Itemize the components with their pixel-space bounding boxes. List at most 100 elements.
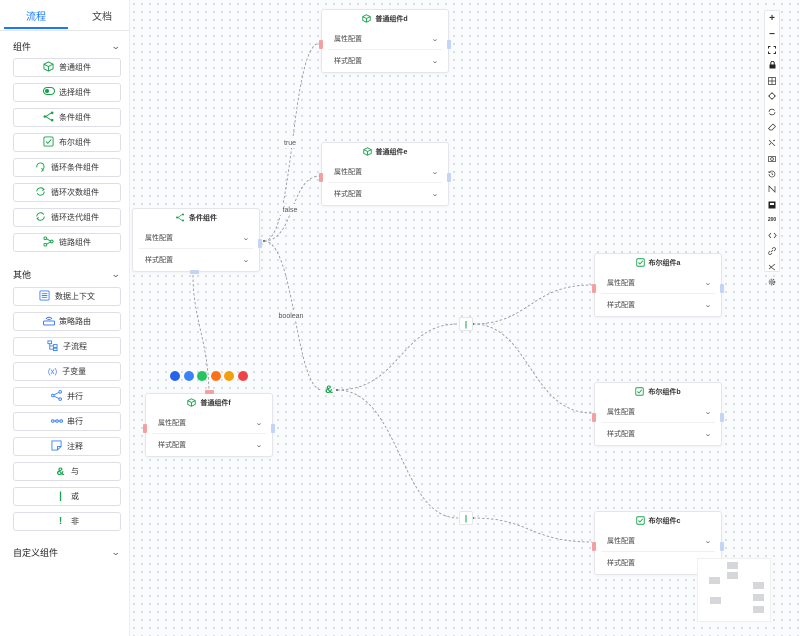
group-custom-header[interactable]: 自定义组件 ⌄ — [13, 545, 121, 559]
share-icon — [768, 263, 776, 271]
node-style-row[interactable]: 样式配置⌄ — [145, 256, 250, 264]
flow-canvas[interactable]: true false boolean 普通组件d 属性配置⌄ 样式配置⌄ 普通组… — [130, 0, 800, 636]
component-select[interactable]: 选择组件 — [13, 83, 121, 102]
code-view-button[interactable] — [765, 228, 779, 244]
component-subflow[interactable]: 子流程 — [13, 337, 121, 356]
component-condition[interactable]: 条件组件 — [13, 108, 121, 127]
input-port[interactable] — [319, 173, 323, 182]
node-normal-e[interactable]: 普通组件e 属性配置⌄ 样式配置⌄ — [319, 142, 451, 206]
history-button[interactable] — [765, 166, 779, 182]
snapshot-button[interactable] — [765, 151, 779, 167]
operator-or-2[interactable]: | — [459, 511, 473, 525]
node-style-row[interactable]: 样式配置⌄ — [334, 57, 439, 65]
component-boolean[interactable]: 布尔组件 — [13, 133, 121, 152]
output-port[interactable] — [258, 239, 262, 248]
node-style-row[interactable]: 样式配置⌄ — [607, 430, 712, 438]
tab-docs[interactable]: 文档 — [92, 12, 112, 23]
node-condition[interactable]: 条件组件 属性配置⌄ 样式配置⌄ — [132, 208, 262, 274]
minimap-node — [727, 572, 738, 579]
edge-or1-to-ba — [472, 284, 593, 325]
loop-iterate-icon — [35, 211, 46, 225]
link-icon — [768, 247, 776, 255]
toggle-icon — [43, 87, 55, 98]
component-serial[interactable]: 串行 — [13, 412, 121, 431]
group-components-header[interactable]: 组件 ⌄ — [13, 39, 121, 53]
lock-button[interactable] — [765, 58, 779, 74]
node-props-row[interactable]: 属性配置⌄ — [601, 272, 715, 294]
grid-button[interactable] — [765, 73, 779, 89]
eraser-icon — [768, 123, 776, 131]
fit-view-button[interactable] — [765, 42, 779, 58]
hide-edges-button[interactable] — [765, 135, 779, 151]
color-swatch-blue[interactable] — [183, 371, 194, 381]
node-props-row[interactable]: 属性配置⌄ — [328, 161, 442, 183]
component-or[interactable]: | 或 — [13, 487, 121, 506]
operator-and[interactable]: & — [325, 384, 333, 396]
node-props-row[interactable]: 属性配置⌄ — [328, 28, 442, 50]
share-button[interactable] — [765, 259, 779, 275]
list-icon — [39, 289, 50, 304]
node-style-row[interactable]: 样式配置⌄ — [334, 190, 439, 198]
minimap[interactable] — [697, 558, 771, 622]
auto-layout-button[interactable] — [765, 182, 779, 198]
component-and[interactable]: & 与 — [13, 462, 121, 481]
output-port[interactable] — [720, 542, 724, 551]
component-sub-variable[interactable]: (x) 子变量 — [13, 362, 121, 381]
zoom-in-button[interactable]: + — [769, 13, 775, 25]
color-palette — [170, 371, 251, 381]
input-port[interactable] — [592, 284, 596, 293]
minimap-toggle-button[interactable] — [765, 197, 779, 213]
settings-button[interactable] — [765, 275, 779, 291]
output-port[interactable] — [447, 40, 451, 49]
output-port[interactable] — [271, 424, 275, 433]
tab-flow[interactable]: 流程 — [26, 12, 46, 23]
color-swatch-blue-dark[interactable] — [170, 371, 180, 381]
crosshair-icon — [768, 92, 776, 101]
color-swatch-red[interactable] — [237, 371, 248, 381]
component-strategy-router[interactable]: 策略路由 — [13, 312, 121, 331]
component-loop-count[interactable]: 循环次数组件 — [13, 183, 121, 202]
zoom-out-button[interactable]: − — [769, 28, 775, 40]
input-port[interactable] — [592, 413, 596, 422]
component-note[interactable]: 注释 — [13, 437, 121, 456]
input-port[interactable] — [592, 542, 596, 551]
output-port[interactable] — [720, 284, 724, 293]
zoom-level-readout[interactable]: 200 — [767, 217, 777, 224]
component-label: 循环次数组件 — [51, 188, 99, 197]
node-style-row[interactable]: 样式配置⌄ — [607, 301, 712, 309]
color-swatch-green[interactable] — [197, 371, 207, 381]
node-props-row[interactable]: 属性配置⌄ — [152, 412, 266, 434]
output-port[interactable] — [720, 413, 724, 422]
eraser-button[interactable] — [765, 120, 779, 136]
lock-icon — [769, 61, 775, 69]
component-data-context[interactable]: 数据上下文 — [13, 287, 121, 306]
operator-or-1[interactable]: | — [459, 317, 473, 331]
node-style-row[interactable]: 样式配置⌄ — [158, 441, 263, 449]
node-normal-f[interactable]: 普通组件f 属性配置⌄ 样式配置⌄ — [143, 390, 275, 457]
link-button[interactable] — [765, 244, 779, 260]
input-port[interactable] — [143, 424, 147, 433]
node-boolean-a[interactable]: 布尔组件a 属性配置⌄ 样式配置⌄ — [592, 253, 724, 317]
node-props-row[interactable]: 属性配置⌄ — [601, 401, 715, 423]
top-input-port[interactable] — [205, 390, 214, 394]
output-port[interactable] — [447, 173, 451, 182]
color-swatch-amber[interactable] — [224, 371, 234, 381]
color-swatch-orange[interactable] — [210, 371, 221, 381]
component-loop-condition[interactable]: 循环条件组件 — [13, 158, 121, 177]
component-not[interactable]: ! 非 — [13, 512, 121, 531]
node-props-row[interactable]: 属性配置⌄ — [601, 530, 715, 552]
component-loop-iterate[interactable]: 循环迭代组件 — [13, 208, 121, 227]
node-boolean-c[interactable]: 布尔组件c 属性配置⌄ 样式配置⌄ — [592, 511, 724, 575]
center-button[interactable] — [765, 89, 779, 105]
rotate-button[interactable] — [765, 104, 779, 120]
component-normal[interactable]: 普通组件 — [13, 58, 121, 77]
node-normal-d[interactable]: 普通组件d 属性配置⌄ 样式配置⌄ — [319, 9, 451, 73]
group-other-header[interactable]: 其他 ⌄ — [13, 267, 121, 281]
node-props-row[interactable]: 属性配置⌄ — [139, 227, 253, 249]
input-port[interactable] — [319, 40, 323, 49]
component-parallel[interactable]: 并行 — [13, 387, 121, 406]
branch-icon — [43, 111, 54, 125]
node-boolean-b[interactable]: 布尔组件b 属性配置⌄ 样式配置⌄ — [592, 382, 724, 446]
component-chain[interactable]: 链路组件 — [13, 233, 121, 252]
bottom-output-port[interactable] — [190, 270, 199, 274]
